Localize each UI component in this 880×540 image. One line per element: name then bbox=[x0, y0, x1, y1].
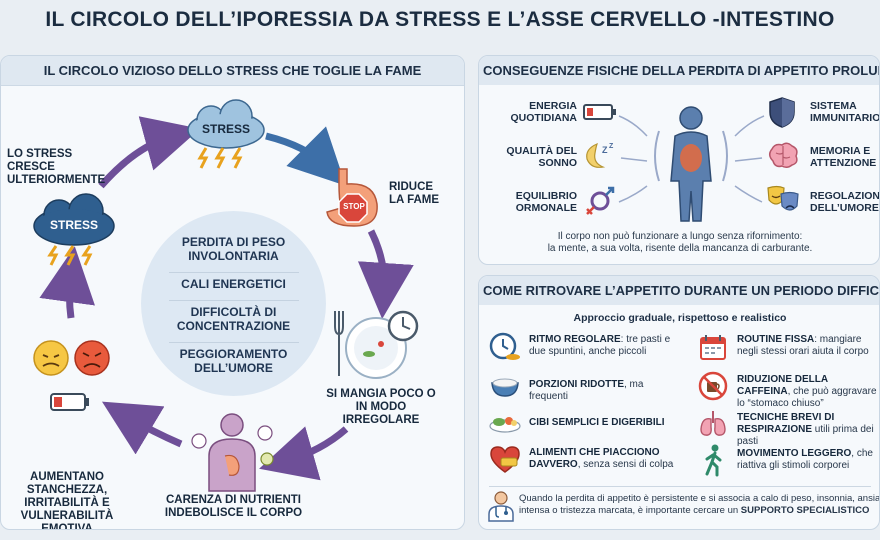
tip-reduced-portions: PORZIONI RIDOTTE, ma frequenti bbox=[529, 379, 679, 403]
stop-sign-label: STOP bbox=[343, 202, 365, 211]
body-deficit-icon bbox=[191, 413, 274, 492]
tip-light-movement-bold: MOVIMENTO LEGGERO bbox=[737, 448, 852, 459]
physical-consequences-header: CONSEGUENZE FISICHE DELLA PERDITA DI APP… bbox=[479, 56, 879, 85]
doctor-icon bbox=[488, 491, 514, 522]
heart-food-icon bbox=[490, 446, 520, 473]
center-item-concentration: DIFFICOLTÀ DI CONCENTRAZIONE bbox=[168, 300, 299, 337]
recovery-tips-subheader: Approccio graduale, rispettoso e realist… bbox=[573, 312, 787, 324]
cloud-left-icon bbox=[33, 193, 115, 266]
energy-label: ENERGIA QUOTIDIANA bbox=[510, 100, 578, 124]
tip-simple-foods-bold: CIBI SEMPLICI E DIGERIBILI bbox=[529, 417, 665, 428]
tip-fixed-routine: ROUTINE FISSA: mangiare negli stessi ora… bbox=[737, 334, 879, 358]
arrow-hunger-to-eating bbox=[357, 229, 414, 319]
tip-regular-rhythm-text: : tre pasti e due spuntini, anche piccol… bbox=[529, 334, 671, 357]
consequences-note: Il corpo non può funzionare a lungo senz… bbox=[479, 231, 879, 255]
arrow-deficit-to-fatigue bbox=[101, 401, 183, 455]
stress-cycle-header: IL CIRCOLO VIZIOSO DELLO STRESS CHE TOGL… bbox=[1, 56, 464, 86]
fatigue-label: AUMENTANO STANCHEZZA, IRRITABILITÀ E VUL… bbox=[20, 471, 114, 530]
specialist-note: Quando la perdita di appetito è persiste… bbox=[519, 493, 880, 517]
moon-sleep-icon: Z Z bbox=[586, 142, 614, 168]
nutrient-deficit-label: CARENZA DI NUTRIENTI INDEBOLISCE IL CORP… bbox=[164, 494, 303, 519]
masks-icon bbox=[767, 185, 799, 211]
consequences-note-line1: Il corpo non può funzionare a lungo senz… bbox=[557, 231, 803, 242]
low-battery-icon bbox=[583, 104, 616, 120]
arrow-eating-to-deficit bbox=[259, 426, 349, 481]
stomach-stop-icon bbox=[326, 168, 378, 227]
clock-plate-icon bbox=[489, 332, 520, 360]
mood-label: REGOLAZIONE DELL’UMORE bbox=[810, 190, 880, 214]
tip-liked-foods-bold: ALIMENTI CHE PIACCIONO DAVVERO bbox=[529, 447, 660, 470]
tip-liked-foods-text: , senza sensi di colpa bbox=[577, 459, 674, 470]
cloud-top-icon bbox=[187, 99, 265, 169]
tip-reduced-portions-text: , ma frequenti bbox=[529, 379, 644, 402]
specialist-note-text: Quando la perdita di appetito è persiste… bbox=[519, 493, 880, 516]
consequences-note-line2: la mente, a sua volta, risente della man… bbox=[547, 243, 813, 254]
hormone-label: EQUILIBRIO ORMONALE bbox=[515, 190, 577, 214]
svg-text:Z: Z bbox=[602, 145, 608, 155]
shield-icon bbox=[769, 97, 795, 128]
tip-regular-rhythm-bold: RITMO REGOLARE bbox=[529, 334, 621, 345]
recovery-tips-panel: COME RITROVARE L’APPETITO DURANTE UN PER… bbox=[478, 275, 880, 530]
cycle-arrows bbox=[39, 116, 414, 481]
moods-battery-icon bbox=[33, 340, 110, 411]
stress-cycle-panel: IL CIRCOLO VIZIOSO DELLO STRESS CHE TOGL… bbox=[0, 55, 465, 530]
recovery-tips-header: COME RITROVARE L’APPETITO DURANTE UN PER… bbox=[479, 276, 879, 305]
page-title: IL CIRCOLO DELL’IPORESSIA DA STRESS E L’… bbox=[45, 8, 835, 31]
cloud-left-label: STRESS bbox=[49, 218, 98, 232]
calendar-icon bbox=[700, 335, 726, 360]
arrow-stress-to-hunger bbox=[265, 126, 346, 186]
tip-breathing-text: utili prima dei pasti bbox=[737, 424, 874, 447]
eat-less-label: SI MANGIA POCO O IN MODO IRREGOLARE bbox=[326, 388, 436, 426]
memory-label: MEMORIA E ATTENZIONE bbox=[810, 145, 877, 169]
tip-reduce-caffeine-text: , che può aggravare lo “stomaco chiuso” bbox=[737, 386, 877, 409]
tip-liked-foods: ALIMENTI CHE PIACCIONO DAVVERO, senza se… bbox=[529, 447, 679, 471]
brain-icon bbox=[769, 142, 798, 169]
specialist-note-bold: SUPPORTO SPECIALISTICO bbox=[740, 505, 870, 516]
immune-label: SISTEMA IMMUNITARIO bbox=[810, 100, 880, 124]
tip-light-movement: MOVIMENTO LEGGERO, che riattiva gli stim… bbox=[737, 448, 879, 472]
human-figure-icon bbox=[654, 106, 728, 222]
center-item-energy: CALI ENERGETICI bbox=[168, 272, 299, 295]
tip-breathing-bold: TECNICHE BREVI DI RESPIRAZIONE bbox=[737, 412, 835, 435]
center-effects-list: PERDITA DI PESO INVOLONTARIA CALI ENERGE… bbox=[141, 231, 326, 384]
sleep-label: QUALITÀ DEL SONNO bbox=[506, 145, 577, 169]
center-effects-circle bbox=[141, 211, 326, 396]
center-item-weight-loss: PERDITA DI PESO INVOLONTARIA bbox=[181, 235, 286, 263]
tip-fixed-routine-bold: ROUTINE FISSA bbox=[737, 334, 815, 345]
lungs-icon bbox=[700, 411, 726, 436]
tip-reduced-portions-bold: PORZIONI RIDOTTE bbox=[529, 379, 624, 390]
tip-fixed-routine-text: : mangiare negli stessi orari aiuta il c… bbox=[737, 334, 869, 357]
tip-regular-rhythm: RITMO REGOLARE: tre pasti e due spuntini… bbox=[529, 334, 679, 358]
bowl-icon bbox=[491, 378, 519, 397]
simple-food-icon bbox=[489, 417, 521, 433]
arrow-fatigue-to-stress bbox=[39, 246, 95, 319]
recovery-divider bbox=[489, 486, 871, 487]
stress-grows-label: LO STRESS CRESCE ULTERIORMENTE bbox=[7, 148, 106, 186]
walking-icon bbox=[705, 444, 722, 477]
svg-text:Z: Z bbox=[609, 143, 614, 150]
tip-reduce-caffeine: RIDUZIONE DELLA CAFFEINA, che può aggrav… bbox=[737, 374, 879, 410]
plate-clock-icon bbox=[334, 310, 419, 379]
physical-consequences-panel: CONSEGUENZE FISICHE DELLA PERDITA DI APP… bbox=[478, 55, 880, 265]
center-item-mood: PEGGIORAMENTO DELL’UMORE bbox=[168, 342, 299, 379]
tip-light-movement-text: , che riattiva gli stimoli corporei bbox=[737, 448, 873, 471]
tip-breathing: TECNICHE BREVI DI RESPIRAZIONE utili pri… bbox=[737, 412, 879, 448]
tip-reduce-caffeine-bold: RIDUZIONE DELLA CAFFEINA bbox=[737, 374, 828, 397]
arrow-stress-loop bbox=[98, 116, 201, 189]
hormone-symbol-icon bbox=[586, 186, 615, 215]
no-coffee-icon bbox=[698, 371, 728, 401]
reduces-hunger-label: RIDUCE LA FAME bbox=[389, 181, 440, 206]
consequence-arrows bbox=[618, 115, 765, 203]
tip-simple-foods: CIBI SEMPLICI E DIGERIBILI bbox=[529, 417, 679, 429]
cloud-top-label: STRESS bbox=[201, 122, 250, 136]
